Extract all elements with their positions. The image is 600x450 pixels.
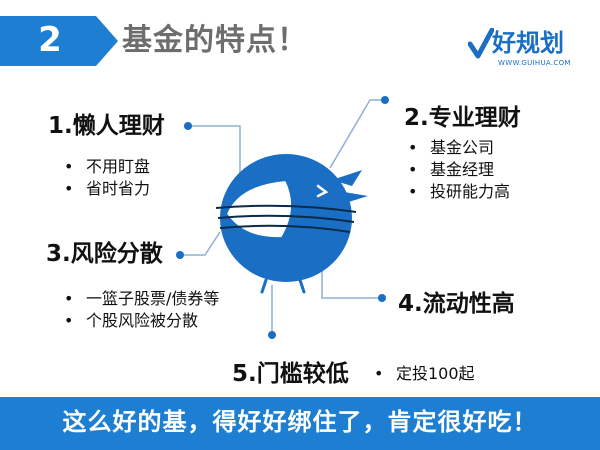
section-1-title: 1.懒人理财 (48, 113, 165, 139)
section-5-title: 5.门槛较低 (232, 361, 349, 387)
brand-logo: 好规划 WWW.GUIHUA.COM (468, 28, 586, 68)
section-2-point: 投研能力高 (404, 181, 510, 203)
page-title: 基金的特点！ (122, 23, 308, 58)
section-number: 2 (38, 20, 62, 60)
section-5-point: 定投100起 (370, 363, 475, 385)
section-5-points: 定投100起 (370, 363, 475, 385)
logo-name: 好规划 (492, 29, 564, 57)
checkmark-icon (468, 28, 494, 59)
section-2-point: 基金公司 (404, 137, 510, 159)
section-1-points: 不用盯盘 省时省力 (60, 156, 150, 200)
section-2-point: 基金经理 (404, 159, 510, 181)
section-3-title: 3.风险分散 (46, 241, 163, 267)
section-4-title: 4.流动性高 (398, 291, 515, 317)
section-2-title: 2.专业理财 (404, 105, 521, 131)
footer-text: 这么好的基，得好好绑住了，肯定很好吃！ (62, 408, 538, 436)
section-3-points: 一篮子股票/债券等 个股风险被分散 (60, 288, 219, 332)
section-1-point: 省时省力 (60, 178, 150, 200)
footer-banner: 这么好的基，得好好绑住了，肯定很好吃！ (0, 397, 600, 450)
section-1-point: 不用盯盘 (60, 156, 150, 178)
logo-url: WWW.GUIHUA.COM (498, 59, 571, 67)
section-3-point: 一篮子股票/债券等 (60, 288, 219, 310)
section-3-point: 个股风险被分散 (60, 310, 219, 332)
header-tab-shape (0, 16, 118, 66)
section-2-points: 基金公司 基金经理 投研能力高 (404, 137, 510, 203)
